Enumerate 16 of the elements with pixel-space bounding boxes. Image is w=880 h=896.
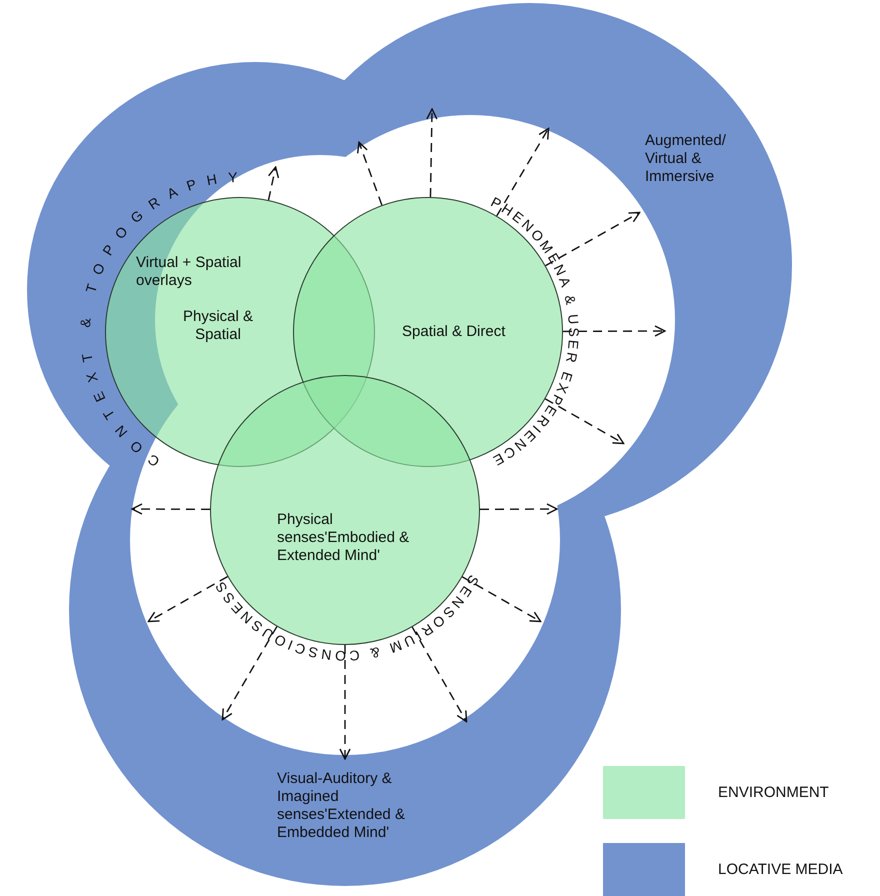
dashed-arrow <box>148 576 228 622</box>
band-label: Visual-Auditory & Imagined senses'Extended & Embedded Mind' <box>277 770 406 842</box>
dashed-arrow <box>480 503 558 515</box>
dashed-arrow <box>563 325 666 337</box>
dashed-arrow <box>131 503 210 515</box>
circle-label: Physical senses'Embodied & Extended Mind' <box>277 511 410 565</box>
dashed-arrow <box>496 128 550 216</box>
dashed-arrow <box>357 141 383 206</box>
dashed-arrow <box>426 108 438 198</box>
dashed-arrow <box>339 645 351 760</box>
circle-label: Spatial & Direct <box>402 323 506 341</box>
dashed-arrow <box>268 166 280 200</box>
band-label: Augmented/ Virtual & Immersive <box>645 132 727 186</box>
dashed-arrow <box>462 576 542 622</box>
legend-label: LOCATIVE MEDIA <box>718 861 843 878</box>
legend-label: ENVIRONMENT <box>718 784 829 801</box>
